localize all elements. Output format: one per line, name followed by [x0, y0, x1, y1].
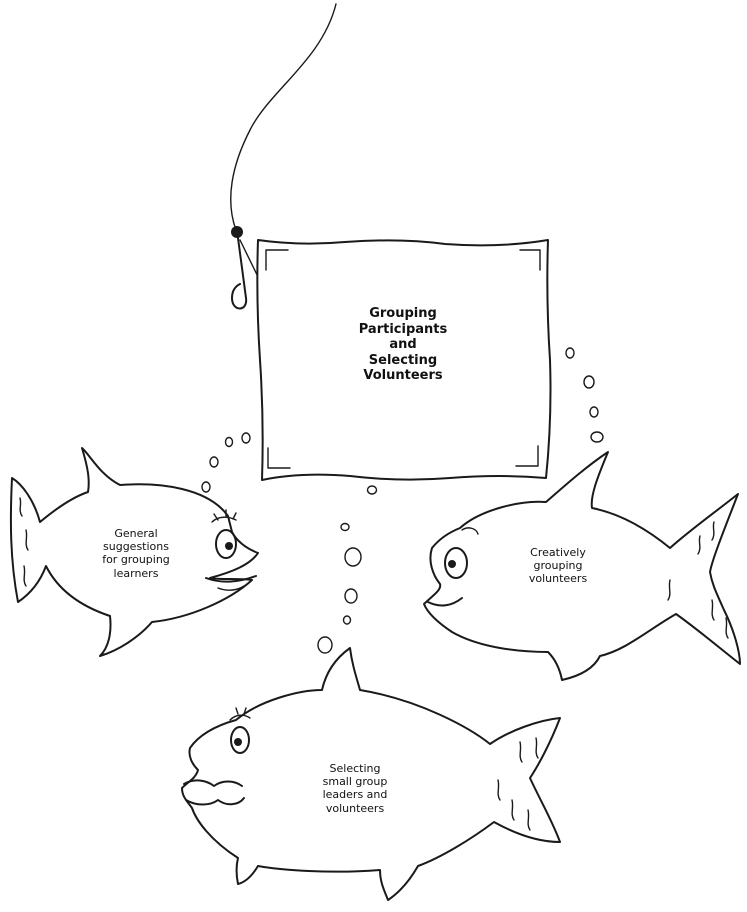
fish-left [9, 447, 259, 657]
sinker-icon [231, 226, 243, 238]
bubbles [201, 347, 604, 654]
fish-bottom [181, 647, 561, 901]
fish-bottom-label: Selecting small group leaders and volunt… [322, 762, 388, 815]
fish-right-label: Creatively grouping volunteers [528, 546, 588, 586]
fish-right [423, 451, 741, 681]
sign-title: Grouping Participants and Selecting Volu… [358, 306, 448, 384]
fish-left-label: General suggestions for grouping learner… [102, 527, 170, 580]
hook-icon [231, 237, 248, 310]
fishing-line [230, 3, 337, 231]
sign-board [256, 239, 552, 481]
